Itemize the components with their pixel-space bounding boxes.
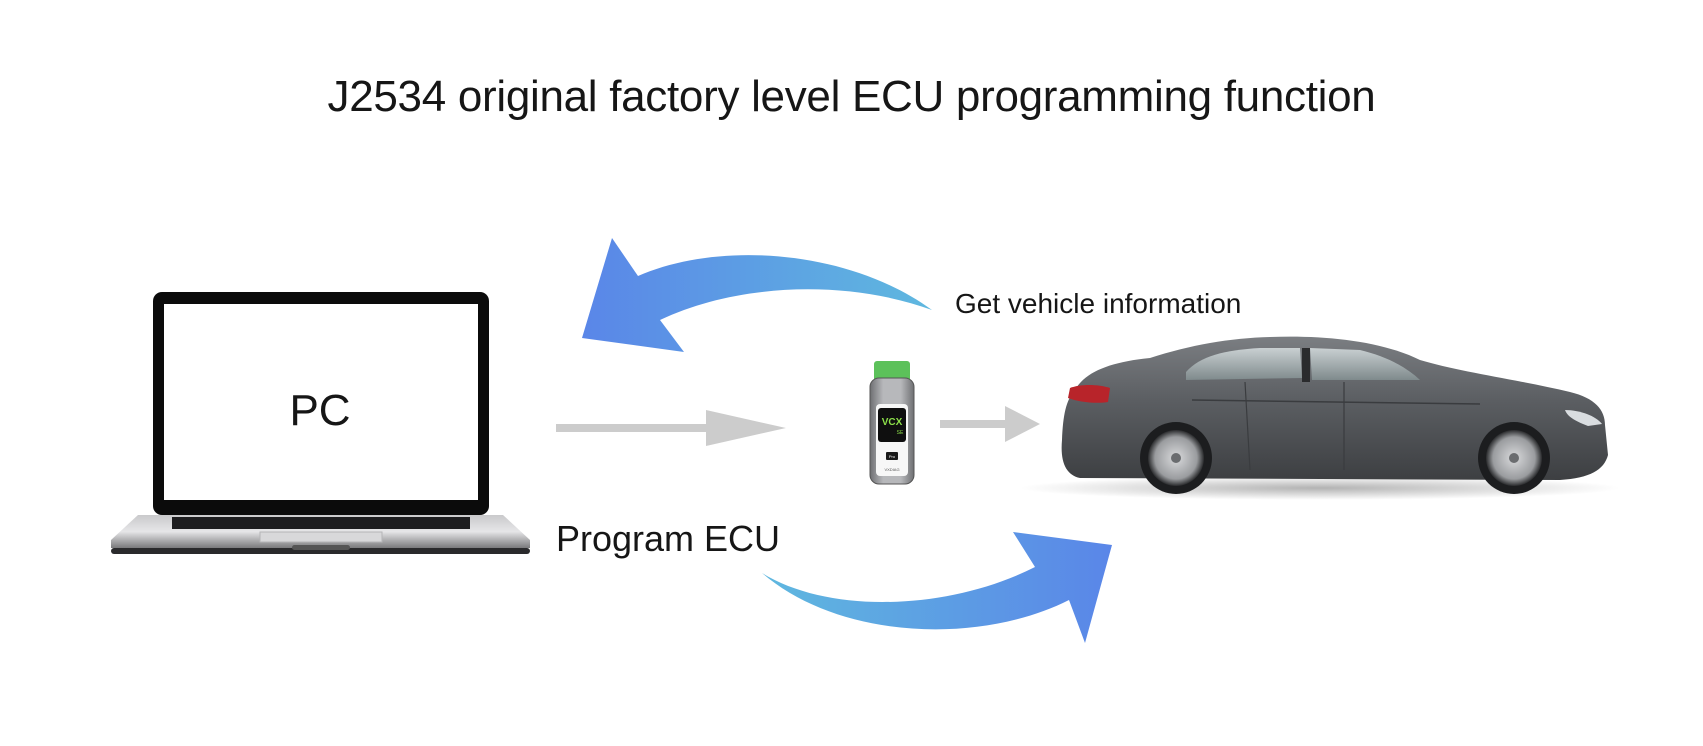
car-door-seam-rear [1244,381,1251,471]
laptop-keyboard [172,517,470,529]
get-vehicle-information-label: Get vehicle information [955,288,1242,319]
device-screen-text: VCX [882,417,903,428]
car-taillight [1068,385,1110,403]
device-button [886,452,898,460]
curved-arrow-right-icon [762,532,1112,643]
car-window-rear [1186,348,1302,380]
car-front-hub [1509,453,1519,463]
laptop-trackpad [259,531,383,543]
car-window-front [1310,348,1420,380]
device-button-text: Pro [889,454,896,459]
arrow-right-icon [940,406,1040,442]
device-screen-subtext: SE [897,430,904,436]
arrow-right-icon [556,410,786,446]
laptop-edge [111,548,530,554]
device-screen [878,408,906,442]
car-icon [1020,336,1620,500]
laptop-icon: PC [111,292,530,554]
car-rear-hub [1171,453,1181,463]
device-brand: VXDIAG [884,467,899,472]
laptop-screen [164,304,478,500]
obd-interface-icon: VCX SE Pro VXDIAG [869,361,915,485]
page-title: J2534 original factory level ECU program… [327,72,1376,121]
car-body-line [1191,399,1481,405]
curved-arrow-left-icon [582,238,932,352]
program-ecu-label: Program ECU [556,518,781,559]
car-pillar [1302,348,1310,382]
laptop-notch [292,545,350,550]
pc-label: PC [289,386,350,435]
car-headlight [1565,410,1602,426]
